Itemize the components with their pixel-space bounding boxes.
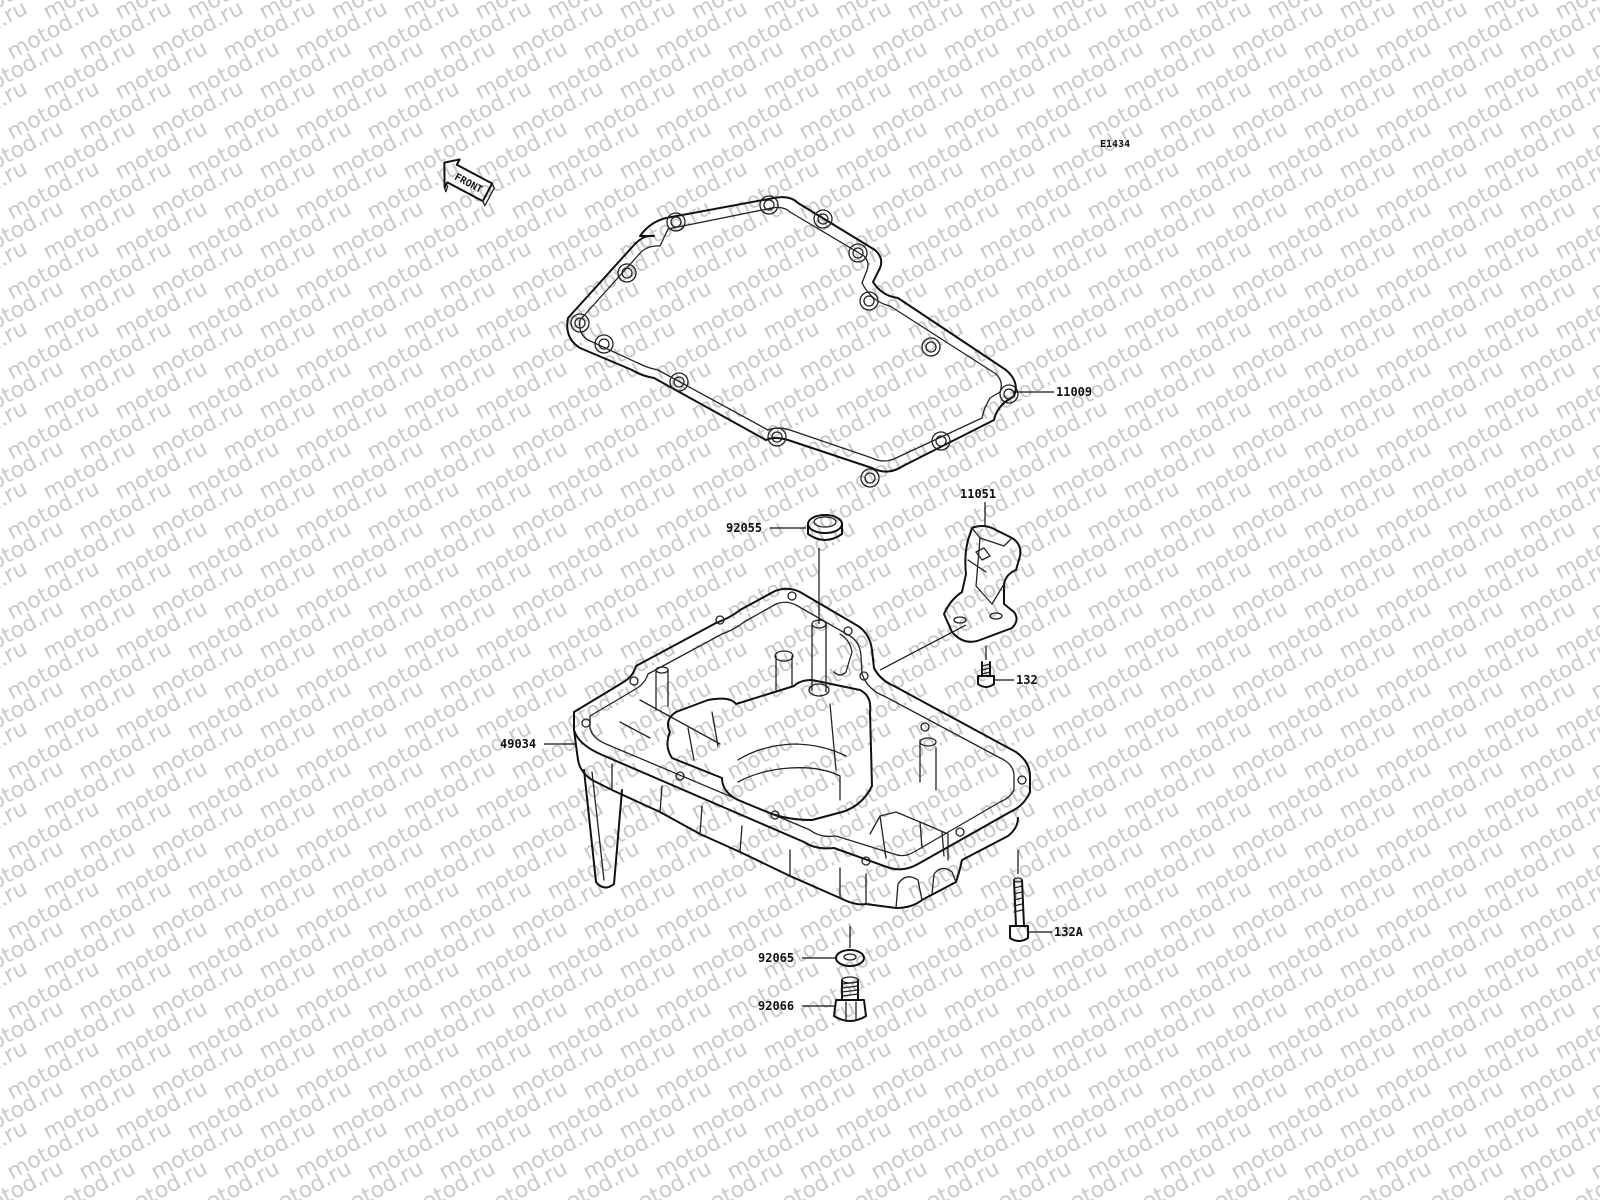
diagram-code: E1434: [1100, 139, 1130, 150]
callout-132a: 132A: [1028, 925, 1084, 939]
part-number-132: 132: [1016, 673, 1038, 687]
part-number-132a: 132A: [1054, 925, 1084, 939]
part-number-11009: 11009: [1056, 385, 1092, 399]
bolt-132a: [1009, 877, 1029, 942]
part-number-11051: 11051: [960, 487, 996, 501]
part-number-49034: 49034: [500, 737, 536, 751]
drain-plug-92066: [833, 976, 867, 1022]
part-number-92055: 92055: [726, 521, 762, 535]
o-ring-92055: [807, 514, 843, 541]
bracket-11051: [943, 525, 1022, 643]
callout-92065: 92065: [758, 951, 836, 965]
callout-132: 132: [994, 673, 1038, 687]
callout-49034: 49034: [500, 737, 576, 751]
part-number-92065: 92065: [758, 951, 794, 965]
oil-pan: [573, 587, 1031, 909]
leader-11051-to-pan: [879, 624, 967, 671]
callout-92055: 92055: [726, 521, 806, 535]
bolt-132: [977, 661, 995, 688]
part-number-92066: 92066: [758, 999, 794, 1013]
callout-11051: 11051: [960, 487, 996, 526]
callout-11009: 11009: [1014, 385, 1092, 399]
callout-92066: 92066: [758, 999, 836, 1013]
oil-pan-gasket: [566, 195, 1019, 488]
